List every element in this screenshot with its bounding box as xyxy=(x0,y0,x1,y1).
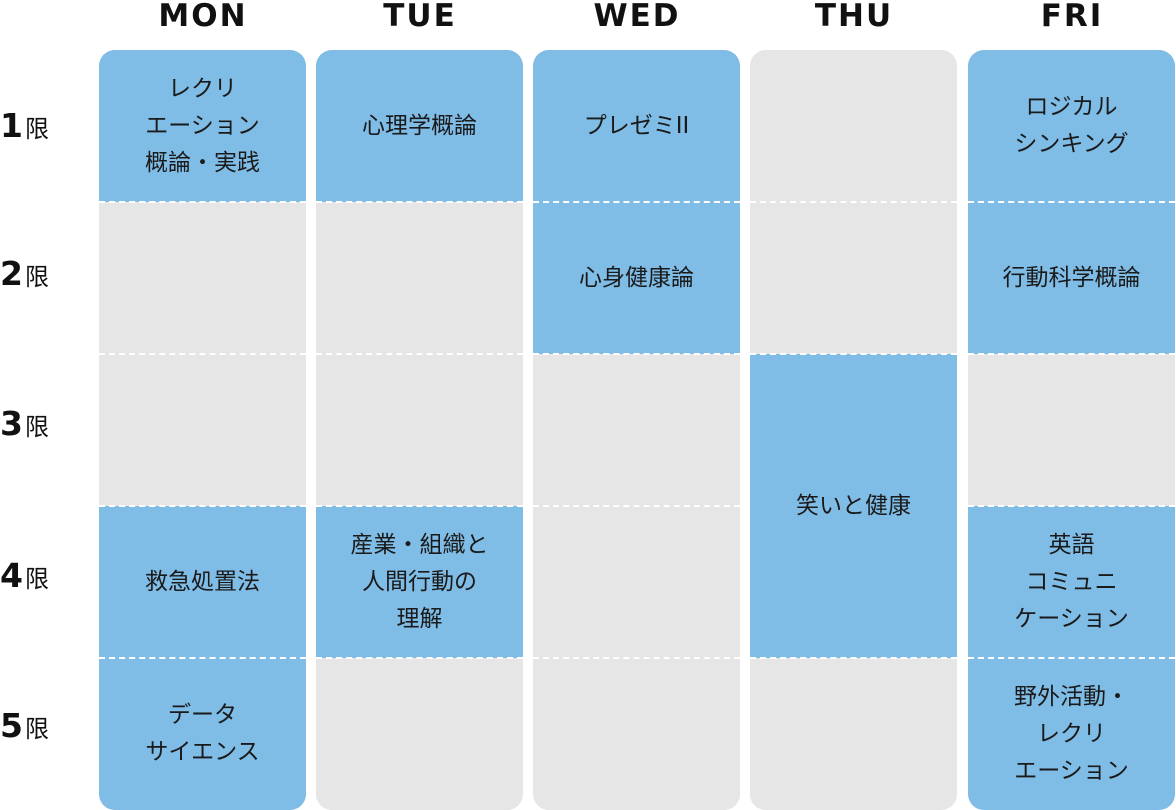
period-suffix: 限 xyxy=(24,263,49,291)
day-header-mon: MON xyxy=(158,0,248,34)
class-cell-mon-period-4: 救急処置法 xyxy=(99,506,306,658)
period-suffix: 限 xyxy=(24,115,49,143)
empty-cell-fri-period-3 xyxy=(968,354,1175,506)
class-cell-mon-period-5: データ サイエンス xyxy=(99,658,306,810)
period-number: 4 xyxy=(0,556,23,595)
period-number: 2 xyxy=(0,254,23,293)
day-column-wed: プレゼミII 心身健康論 xyxy=(533,50,740,810)
empty-cell-thu-period-5 xyxy=(750,658,957,810)
empty-cell-mon-period-3 xyxy=(99,354,306,506)
class-name: ロジカル シンキング xyxy=(1014,94,1129,157)
class-name: データ サイエンス xyxy=(145,702,260,765)
day-header-tue: TUE xyxy=(383,0,457,34)
period-label-1: 1限 xyxy=(0,106,90,146)
row-divider xyxy=(750,201,957,203)
row-divider xyxy=(99,657,306,659)
class-name: 行動科学概論 xyxy=(1002,264,1141,291)
row-divider xyxy=(750,353,957,355)
row-divider xyxy=(533,505,740,507)
class-name: 心身健康論 xyxy=(579,264,694,291)
class-cell-fri-period-2: 行動科学概論 xyxy=(968,202,1175,354)
row-divider xyxy=(99,505,306,507)
row-divider xyxy=(316,201,523,203)
row-divider xyxy=(316,657,523,659)
class-cell-fri-period-5: 野外活動・ レクリ エーション xyxy=(968,658,1175,810)
empty-cell-wed-period-5 xyxy=(533,658,740,810)
empty-cell-tue-period-3 xyxy=(316,354,523,506)
empty-cell-tue-period-2 xyxy=(316,202,523,354)
day-header-wed: WED xyxy=(593,0,681,34)
class-name: 笑いと健康 xyxy=(796,492,911,519)
class-name: 心理学概論 xyxy=(362,112,477,139)
class-cell-fri-period-4: 英語 コミュニ ケーション xyxy=(968,506,1175,658)
period-number: 5 xyxy=(0,706,23,745)
class-cell-tue-period-1: 心理学概論 xyxy=(316,50,523,202)
row-divider xyxy=(968,201,1175,203)
class-cell-fri-period-1: ロジカル シンキング xyxy=(968,50,1175,202)
row-divider xyxy=(99,353,306,355)
class-name: 英語 コミュニ ケーション xyxy=(1014,531,1129,632)
day-column-thu: 笑いと健康 xyxy=(750,50,957,810)
empty-cell-mon-period-2 xyxy=(99,202,306,354)
row-divider xyxy=(968,657,1175,659)
class-name: 救急処置法 xyxy=(145,568,260,595)
day-column-tue: 心理学概論産業・組織と 人間行動の 理解 xyxy=(316,50,523,810)
class-name: 野外活動・ レクリ エーション xyxy=(1014,683,1129,784)
row-divider xyxy=(533,201,740,203)
row-divider xyxy=(316,353,523,355)
day-column-fri: ロジカル シンキング行動科学概論英語 コミュニ ケーション野外活動・ レクリ エ… xyxy=(968,50,1175,810)
period-number: 3 xyxy=(0,404,23,443)
period-suffix: 限 xyxy=(24,565,49,593)
class-cell-tue-period-4: 産業・組織と 人間行動の 理解 xyxy=(316,506,523,658)
period-label-2: 2限 xyxy=(0,254,90,294)
empty-cell-tue-period-5 xyxy=(316,658,523,810)
period-label-5: 5限 xyxy=(0,706,90,746)
row-divider xyxy=(533,657,740,659)
empty-cell-wed-period-3 xyxy=(533,354,740,506)
period-number: 1 xyxy=(0,106,23,145)
class-cell-wed-period-2: 心身健康論 xyxy=(533,202,740,354)
period-suffix: 限 xyxy=(24,715,49,743)
class-cell-thu-period-3: 笑いと健康 xyxy=(750,354,957,658)
empty-cell-thu-period-2 xyxy=(750,202,957,354)
row-divider xyxy=(968,353,1175,355)
class-cell-wed-period-1: プレゼミII xyxy=(533,50,740,202)
empty-cell-wed-period-4 xyxy=(533,506,740,658)
period-label-3: 3限 xyxy=(0,404,90,444)
row-divider xyxy=(750,657,957,659)
class-name: レクリ エーション 概論・実践 xyxy=(145,75,260,176)
row-divider xyxy=(316,505,523,507)
row-divider xyxy=(99,201,306,203)
day-header-thu: THU xyxy=(814,0,894,34)
period-label-4: 4限 xyxy=(0,556,90,596)
day-header-fri: FRI xyxy=(1040,0,1104,34)
class-cell-mon-period-1: レクリ エーション 概論・実践 xyxy=(99,50,306,202)
row-divider xyxy=(533,353,740,355)
period-suffix: 限 xyxy=(24,413,49,441)
day-column-mon: レクリ エーション 概論・実践救急処置法データ サイエンス xyxy=(99,50,306,810)
class-name: 産業・組織と 人間行動の 理解 xyxy=(350,531,489,632)
empty-cell-thu-period-1 xyxy=(750,50,957,202)
row-divider xyxy=(968,505,1175,507)
class-name: プレゼミII xyxy=(583,112,690,139)
